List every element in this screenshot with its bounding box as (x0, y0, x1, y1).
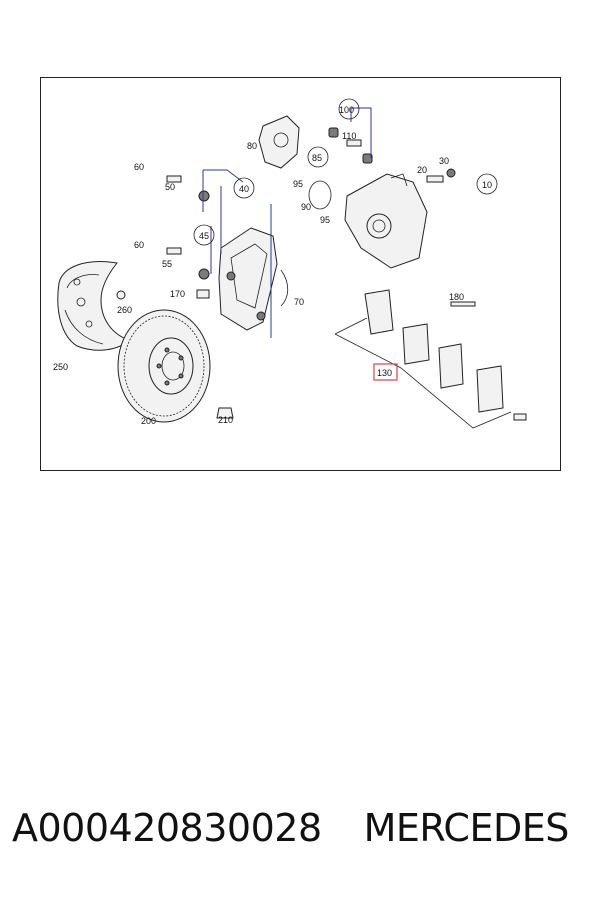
callout-30: 30 (439, 156, 449, 166)
callout-95: 95 (293, 179, 303, 189)
callout-130[interactable]: 130 (377, 368, 392, 378)
callout-90: 90 (301, 202, 311, 212)
callout-130-highlight-box[interactable] (373, 363, 398, 381)
callout-95b: 95 (320, 215, 330, 225)
callout-leader-lines (202, 107, 372, 338)
brake-assembly-diagram: 100 110 80 85 95 90 95 20 30 10 60 50 40… (53, 98, 527, 429)
brake-disc-part (117, 309, 211, 423)
callout-70: 70 (294, 297, 304, 307)
callout-60b: 60 (134, 240, 144, 250)
part-caption: A000420830028 MERCEDES (12, 806, 592, 858)
parking-motor-part (258, 115, 300, 169)
caliper-carrier-part (218, 227, 278, 331)
small-hardware-parts (116, 127, 527, 421)
callout-20: 20 (417, 165, 427, 175)
callout-50: 50 (165, 182, 175, 192)
callout-45: 45 (199, 231, 209, 241)
callout-110: 110 (342, 131, 356, 141)
callout-labels: 100 110 80 85 95 90 95 20 30 10 60 50 40… (53, 98, 498, 426)
caliper-housing-part (344, 173, 428, 269)
parts-diagram-frame: 100 110 80 85 95 90 95 20 30 10 60 50 40… (40, 77, 561, 471)
part-number: A000420830028 (12, 806, 322, 850)
callout-260: 260 (117, 305, 132, 315)
brake-pads-part[interactable] (334, 289, 512, 429)
callout-40: 40 (239, 184, 249, 194)
callout-80: 80 (247, 141, 257, 151)
dust-shield-part (57, 261, 130, 351)
callout-85: 85 (312, 153, 322, 163)
callout-180: 180 (449, 292, 464, 302)
brand-name: MERCEDES (363, 806, 570, 850)
callout-60: 60 (134, 162, 144, 172)
callout-200: 200 (141, 416, 156, 426)
callout-250: 250 (53, 362, 68, 372)
callout-55: 55 (162, 259, 172, 269)
callout-10: 10 (482, 180, 492, 190)
callout-210: 210 (218, 415, 233, 425)
callout-170: 170 (170, 289, 185, 299)
callout-100: 100 (339, 105, 354, 115)
